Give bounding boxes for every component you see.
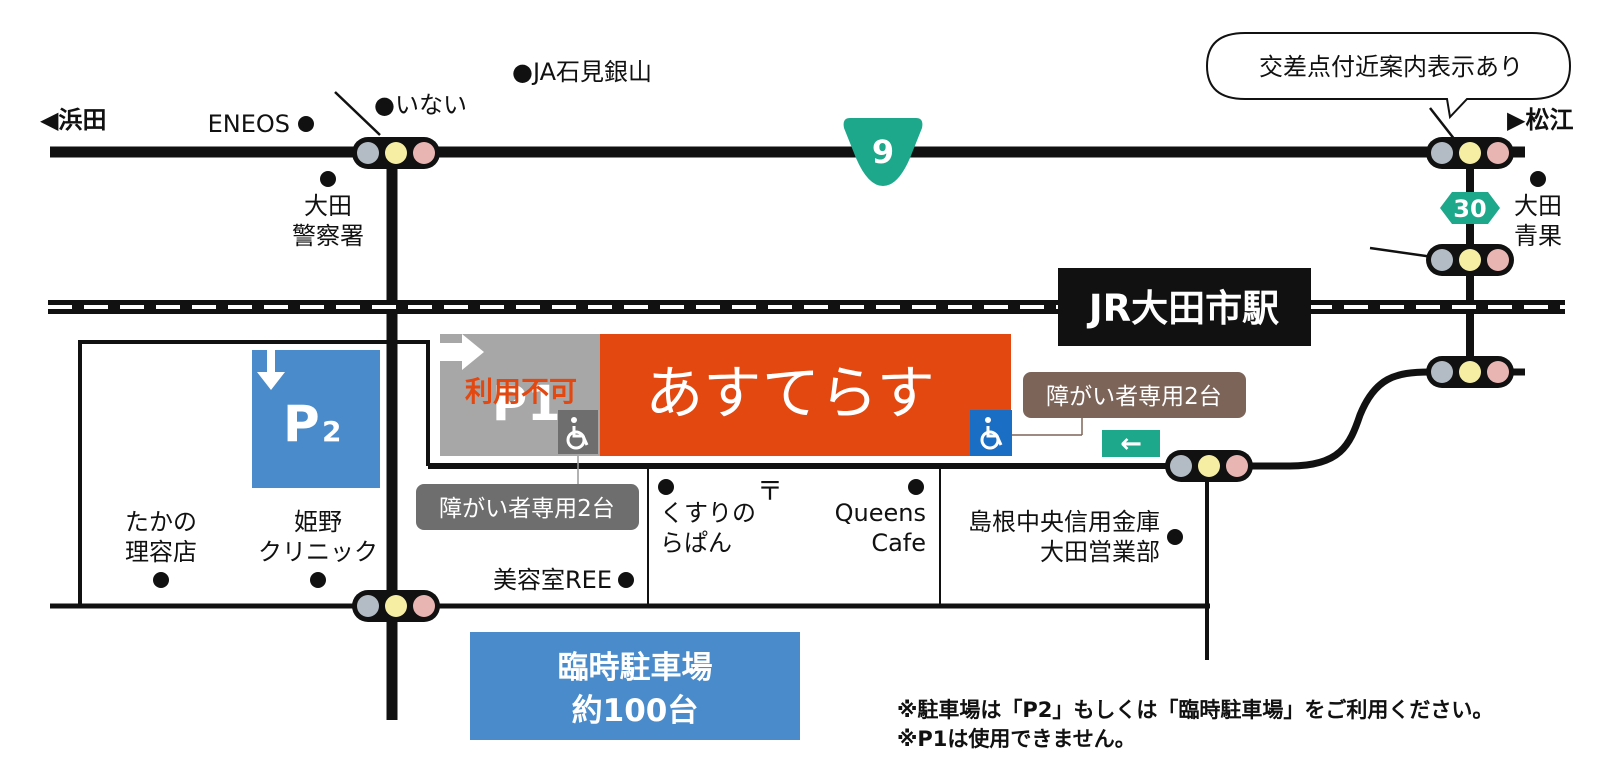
site-name: あすてらす [645, 359, 934, 427]
route-30-sign: 30 [1440, 192, 1500, 224]
wheelchair-icon [980, 417, 1003, 450]
down-arrow-icon [257, 350, 285, 390]
landmark-queens-2: Cafe [871, 529, 926, 557]
landmark-police-2: 警察署 [292, 222, 364, 250]
landmark-kusuri-2: らぱん [660, 529, 732, 557]
east-curve-road [1205, 368, 1525, 470]
landmark-takano-1: たかの [125, 508, 197, 536]
left-arrow-icon: ← [1120, 429, 1142, 459]
landmark-seika-2: 青果 [1514, 222, 1562, 250]
route-9-number: 9 [872, 133, 894, 171]
landmark-dots [153, 116, 1546, 588]
note-line-2: ※P1は使用できません。 [897, 727, 1136, 751]
station-label: JR大田市駅 [1058, 268, 1311, 346]
right-arrow-icon [440, 334, 484, 370]
landmark-queens-1: Queens [835, 499, 926, 527]
temporary-parking: 臨時駐車場 約100台 [470, 632, 800, 740]
block-outline-west [78, 340, 430, 606]
route-9-sign: 9 [843, 118, 923, 186]
landmark-kusuri-1: くすりの [660, 499, 756, 527]
pointer-line-1 [334, 91, 381, 136]
wheelchair-icon [566, 417, 589, 450]
direction-east: ▶松江 [1507, 106, 1573, 134]
traffic-light [1426, 356, 1514, 388]
landmark-police-1: 大田 [304, 192, 352, 220]
temp-parking-capacity: 約100台 [572, 693, 699, 729]
landmark-takano-2: 理容店 [125, 538, 197, 566]
svg-text:障がい者専用2台: 障がい者専用2台 [439, 496, 615, 522]
pointer-line-2 [1429, 107, 1456, 141]
traffic-light [352, 590, 440, 622]
p1-label: P1 [492, 376, 561, 432]
traffic-light [1426, 244, 1514, 276]
station-name: JR大田市駅 [1086, 287, 1279, 330]
p2-sub: 2 [322, 415, 341, 448]
parking-notes: ※駐車場は「P2」もしくは「臨時駐車場」をご利用ください。 ※P1は使用できませ… [897, 698, 1493, 751]
landmark-seika-1: 大田 [1514, 192, 1562, 220]
landmark-bank-1: 島根中央信用金庫 [968, 508, 1160, 536]
jr-railway [48, 300, 1565, 314]
road-network [50, 91, 1525, 720]
p2-parking: P 2 [252, 350, 380, 488]
callout-text: 交差点付近案内表示あり [1259, 53, 1523, 81]
svg-text:障がい者専用2台: 障がい者専用2台 [1046, 384, 1222, 410]
traffic-light [1165, 450, 1253, 482]
traffic-light [352, 137, 440, 169]
landmark-salon: 美容室REE [493, 566, 612, 594]
landmark-eneos: ENEOS [208, 110, 290, 138]
landmark-himeno-1: 姫野 [294, 508, 342, 536]
landmark-bank-2: 大田営業部 [1040, 538, 1160, 566]
intersection-callout: 交差点付近案内表示あり [1205, 32, 1572, 120]
accessible-label-west: 障がい者専用2台 [416, 456, 639, 530]
p1-parking: P1 利用不可 [440, 334, 600, 456]
direction-arrow: ← [1102, 429, 1160, 459]
site-building: あすてらす [600, 334, 1012, 456]
p1-status: 利用不可 [465, 375, 577, 408]
direction-west: ◀浜田 [40, 106, 106, 134]
post-office-icon: 〒 [757, 477, 783, 507]
landmark-ja: ●JA石見銀山 [512, 58, 652, 86]
traffic-light [1426, 137, 1514, 169]
route-30-number: 30 [1453, 195, 1486, 223]
note-line-1: ※駐車場は「P2」もしくは「臨時駐車場」をご利用ください。 [897, 698, 1493, 722]
landmark-himeno-2: クリニック [258, 538, 378, 566]
landmark-inai: ●いない [374, 91, 467, 119]
temp-parking-title: 臨時駐車場 [558, 650, 713, 686]
accessible-label-east: 障がい者専用2台 [1012, 372, 1246, 436]
p2-label: P [283, 395, 320, 453]
